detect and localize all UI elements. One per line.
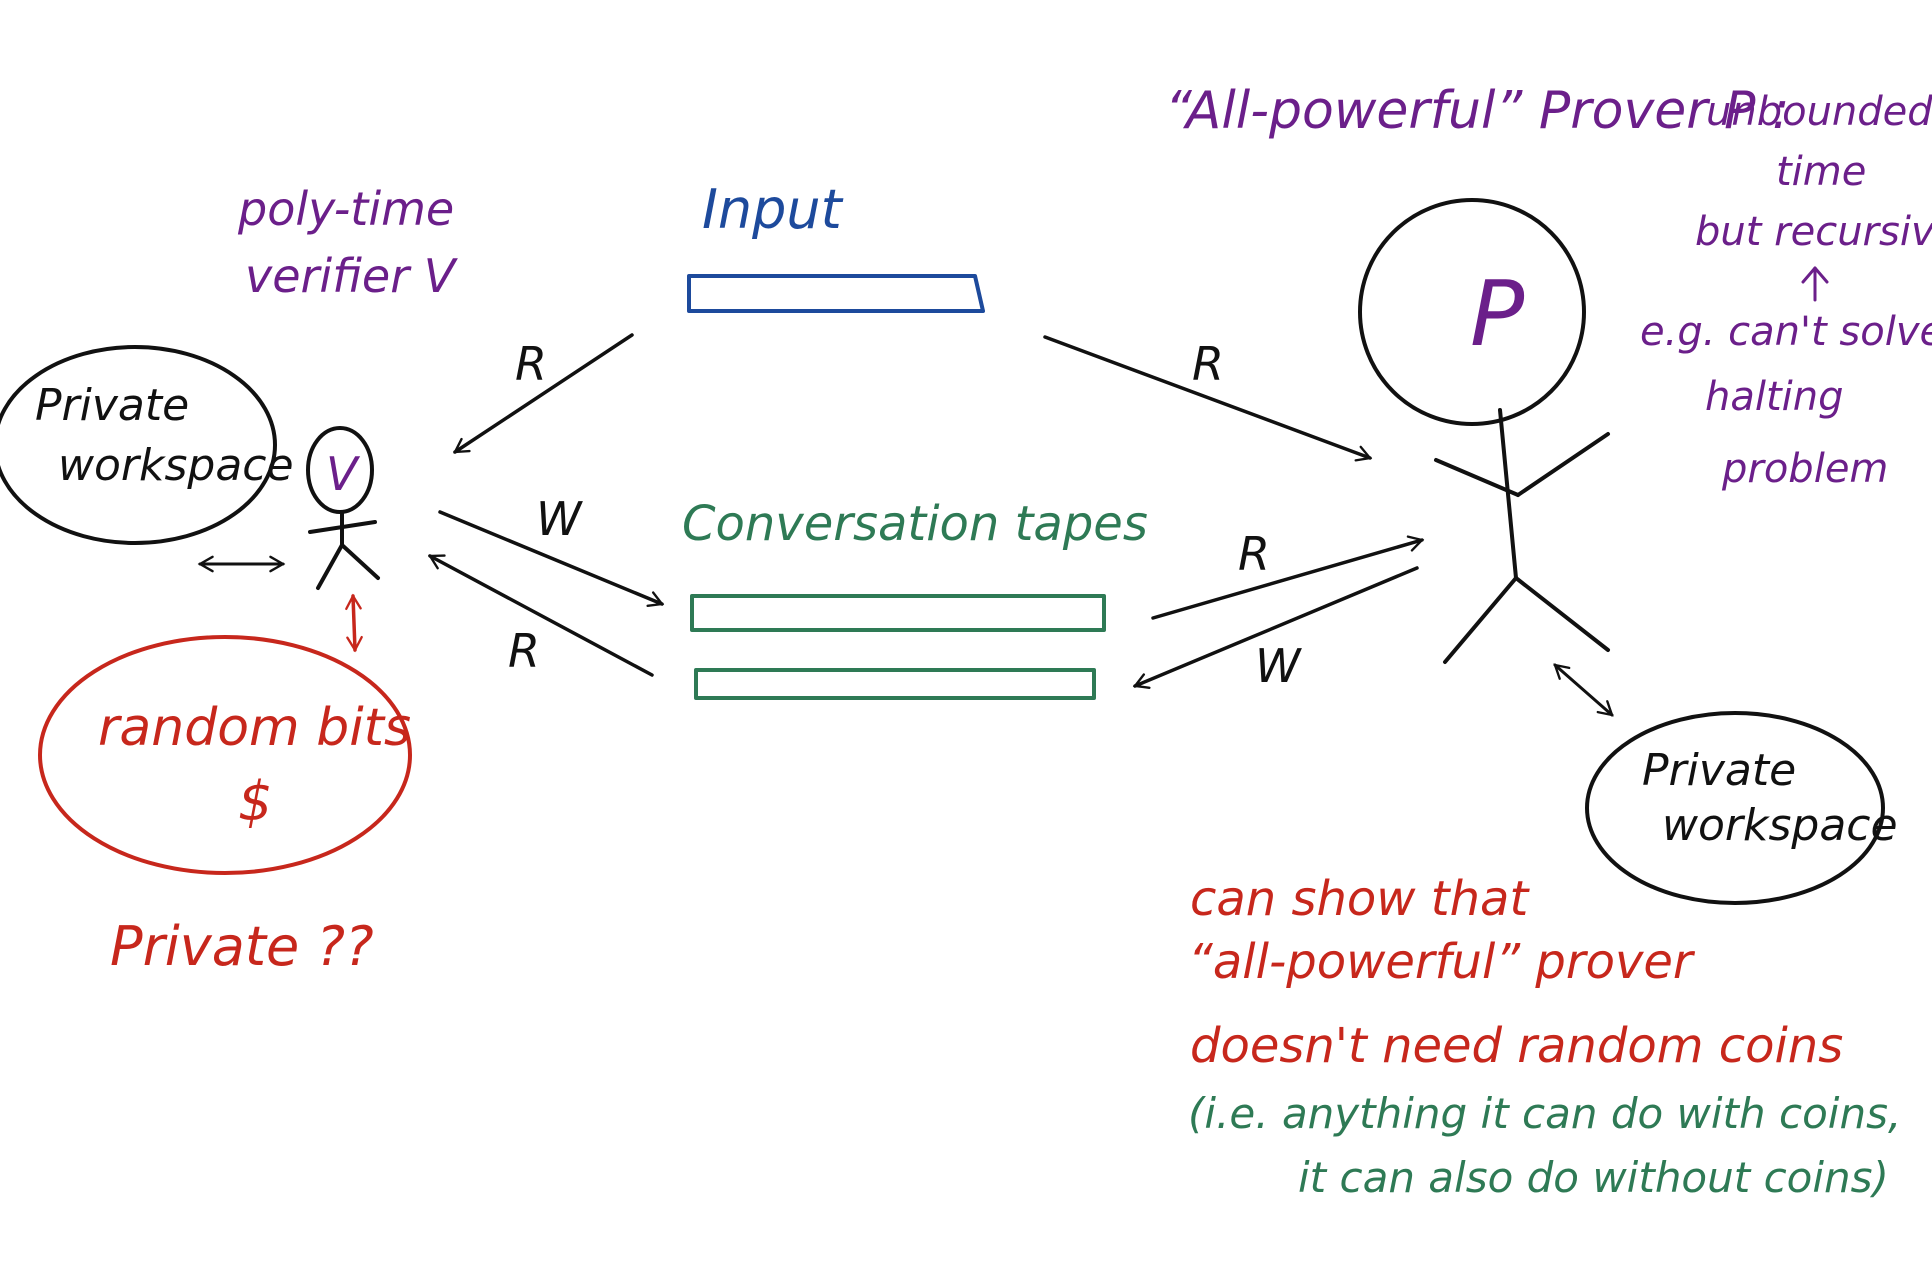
- verifier-symbol: V: [326, 447, 361, 501]
- label-prover-to-tape: W: [1255, 639, 1302, 693]
- prover-workspace-arrow: [1553, 663, 1614, 717]
- note-unbounded-4: e.g. can't solve: [1640, 309, 1932, 355]
- input-tape: [687, 274, 985, 313]
- note-red-2: “all-powerful” prover: [1188, 934, 1696, 990]
- conversation-label: Conversation tapes: [682, 496, 1148, 552]
- verifier-workspace-ellipse: [0, 345, 277, 545]
- private-question: Private ??: [110, 915, 374, 978]
- arrow-input-to-verifier: [453, 333, 634, 454]
- note-green-1: (i.e. anything it can do with coins,: [1188, 1089, 1901, 1138]
- verifier-stick-figure-icon: [306, 426, 380, 590]
- label-input-to-prover: R: [1192, 337, 1224, 391]
- label-verifier-to-tape: W: [536, 492, 583, 546]
- label-input-to-verifier: R: [515, 337, 547, 391]
- note-unbounded-1: unbounded: [1706, 89, 1932, 135]
- note-red-3: doesn't need random coins: [1190, 1018, 1843, 1074]
- prover-workspace-line2: workspace: [1662, 800, 1898, 851]
- note-unbounded-3: but recursive: [1695, 209, 1932, 255]
- note-unbounded-5: halting: [1705, 374, 1844, 420]
- prover-title: “All-powerful” Prover P :: [1165, 81, 1790, 141]
- prover-head-circle: [1358, 198, 1586, 426]
- note-unbounded-2: time: [1776, 149, 1866, 195]
- verifier-caption-line1: poly-time: [237, 182, 454, 236]
- conversation-tape-top: [690, 594, 1106, 632]
- arrow-prover-to-tape: [1132, 566, 1419, 689]
- note-red-1: can show that: [1190, 871, 1530, 927]
- note-unbounded-6: problem: [1721, 446, 1888, 492]
- verifier-random-arrow: [345, 593, 363, 653]
- verifier-workspace-line2: workspace: [58, 440, 294, 491]
- prover-workspace-line1: Private: [1642, 745, 1796, 796]
- arrow-verifier-to-tape: [438, 510, 665, 607]
- arrow-tape-to-verifier: [427, 554, 654, 677]
- note-green-2: it can also do without coins): [1298, 1153, 1889, 1202]
- prover-stick-figure-icon: [1434, 408, 1610, 664]
- verifier-workspace-line1: Private: [35, 380, 189, 431]
- note-up-arrow-head: [1801, 266, 1829, 284]
- arrow-input-to-prover: [1043, 335, 1373, 462]
- conversation-tape-bottom: [694, 668, 1096, 700]
- verifier-caption-line2: verifier V: [245, 249, 459, 303]
- input-label: Input: [702, 178, 844, 241]
- random-bits-label: random bits: [98, 698, 411, 758]
- arrow-tape-to-prover: [1151, 535, 1425, 620]
- random-bits-ellipse: [38, 635, 412, 875]
- random-bits-dollar: $: [238, 770, 272, 833]
- prover-workspace-ellipse: [1585, 711, 1885, 905]
- label-tape-to-prover: R: [1238, 527, 1270, 581]
- prover-symbol: P: [1470, 262, 1525, 367]
- label-tape-to-verifier: R: [508, 624, 540, 678]
